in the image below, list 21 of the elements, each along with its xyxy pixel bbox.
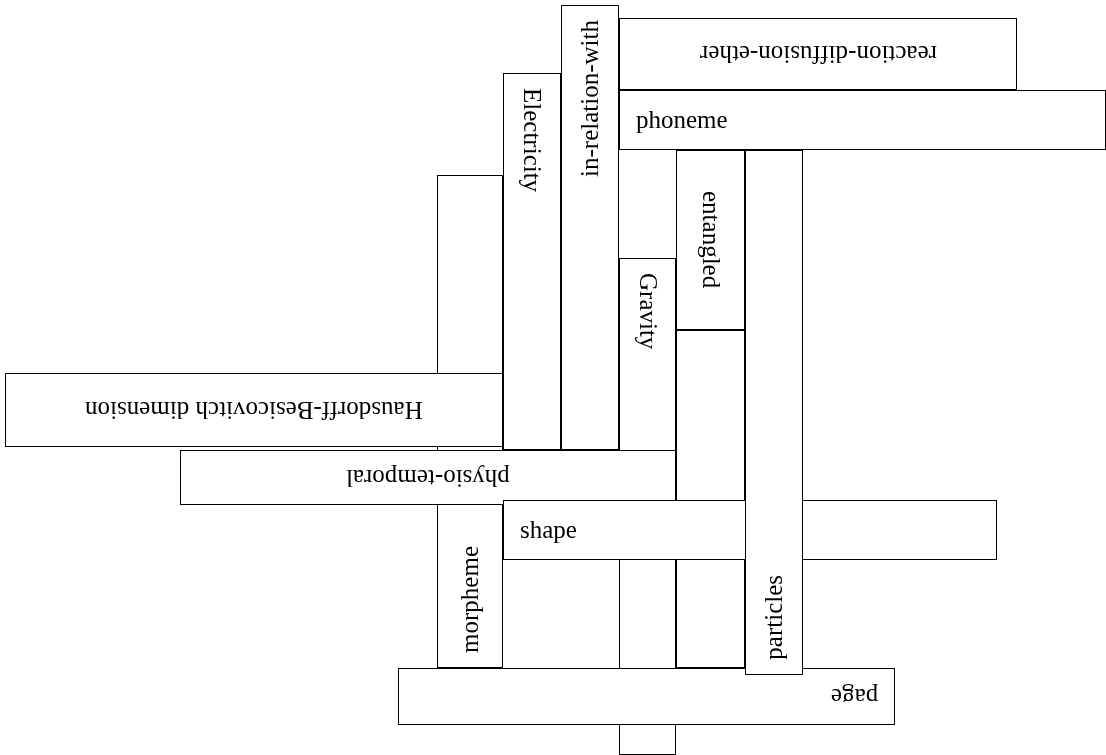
strip-label: phoneme — [636, 106, 728, 134]
label-strip — [619, 90, 1106, 150]
label-strip — [398, 668, 895, 725]
label-strip — [180, 450, 676, 505]
label-strip — [619, 18, 1017, 90]
strip-label: particles — [760, 575, 788, 660]
label-strip — [561, 5, 619, 450]
strip-label: Electricity — [518, 88, 546, 193]
strip-label: entangled — [696, 191, 725, 289]
label-strip — [676, 150, 745, 330]
strip-label: Gravity — [633, 273, 662, 350]
strip-label: in-relation-with — [576, 20, 604, 177]
strip-label: page — [830, 682, 878, 711]
strip-label: shape — [520, 516, 577, 544]
strip-label: Hausdorff-Besicovitch dimension — [85, 396, 423, 424]
strip-label: physio-temporal — [346, 463, 510, 492]
label-strip — [503, 73, 561, 450]
strip-label: morpheme — [456, 546, 484, 653]
strip-label: reaction-diffusion-ether — [699, 40, 937, 68]
label-strip — [745, 150, 803, 675]
label-strip — [5, 373, 503, 447]
